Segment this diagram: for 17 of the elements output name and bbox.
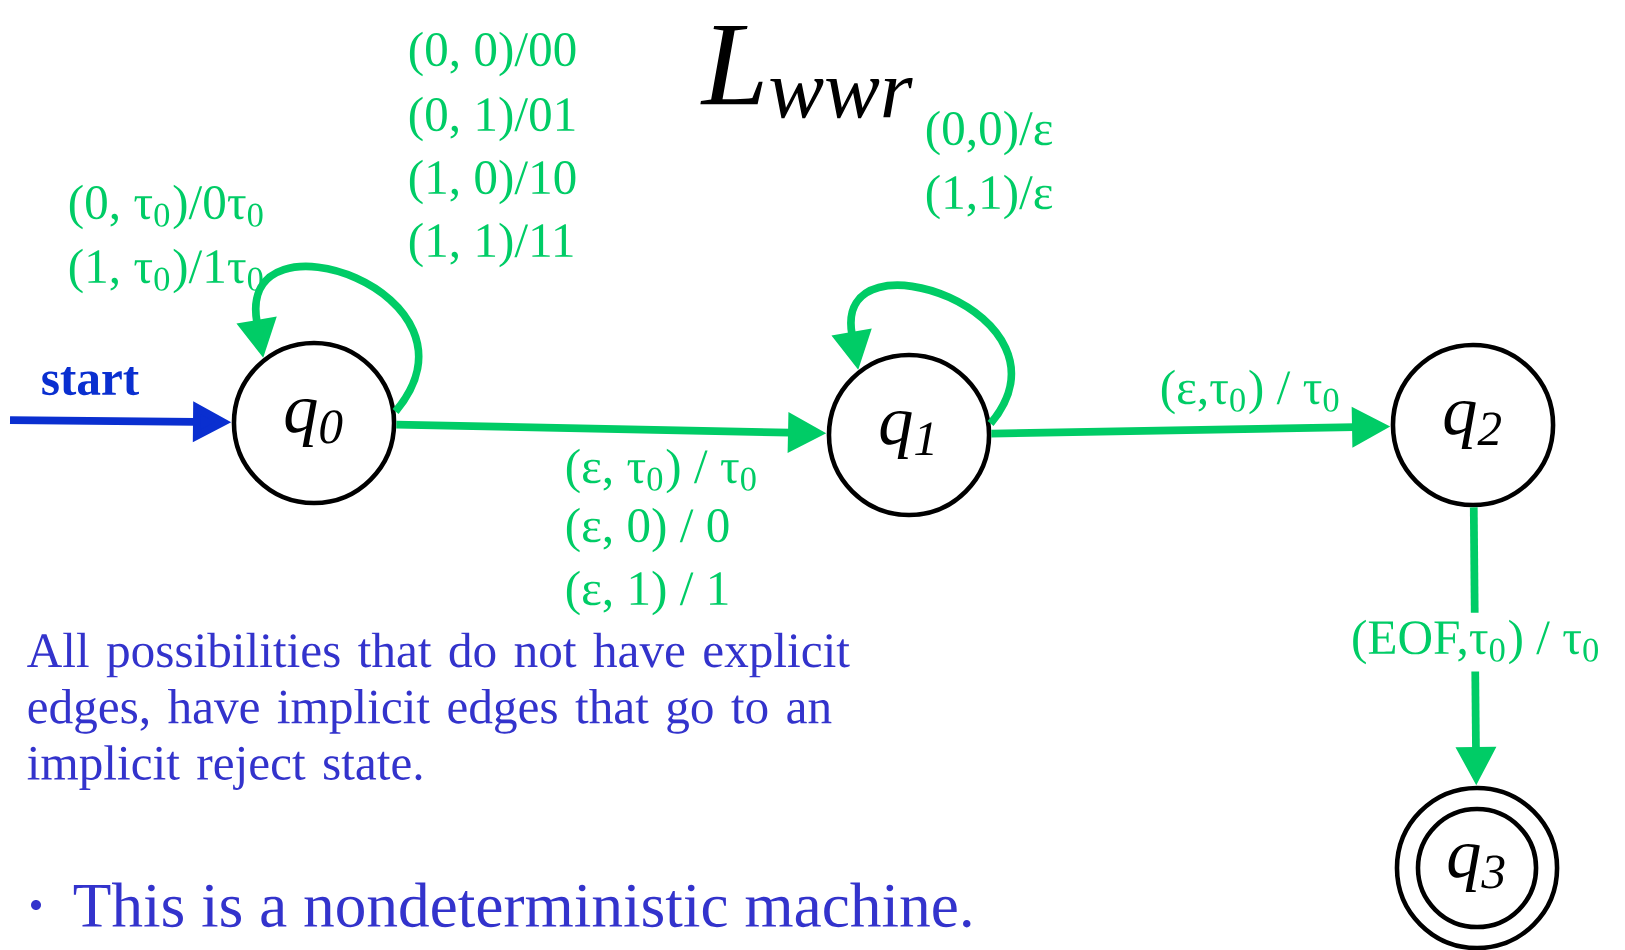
accept-ring [1394, 785, 1560, 950]
transition-label: (1, 0)/10 [409, 159, 576, 205]
edge-label: start [42, 366, 139, 396]
edge-label: (EOF,τ$_{0}$) / τ$_{0}$ [1344, 612, 1609, 672]
transition-label: (0, 1)/01 [409, 96, 575, 142]
transition-label: (ε, 0) / 0 [566, 507, 729, 553]
note-text: All possibilities that do not have explicit edges, have implicit edges that go to an implicit reject state. [27, 632, 850, 790]
bullet-item: This is a nondeterministic machine. [73, 882, 971, 928]
edge-label: (ε,τ$_{0}$) / τ$_{0}$ [1161, 369, 1339, 415]
transition-label: (0, τ$_{0}$)/0τ$_{0}$ [69, 184, 263, 230]
transition-label: (1,1)/ε [926, 174, 1052, 220]
edge-label: (ε, τ$_{0}$) / τ$_{0}$ [566, 448, 756, 494]
edge-label: (0, 0)/00 [409, 31, 576, 77]
transition-label: (1, 1)/11 [409, 222, 573, 268]
title: L$_{wwr}$ [700, 25, 913, 119]
edge-label: (0,0)/ε [926, 110, 1052, 156]
transition-label: (ε, 1) / 1 [566, 570, 728, 616]
